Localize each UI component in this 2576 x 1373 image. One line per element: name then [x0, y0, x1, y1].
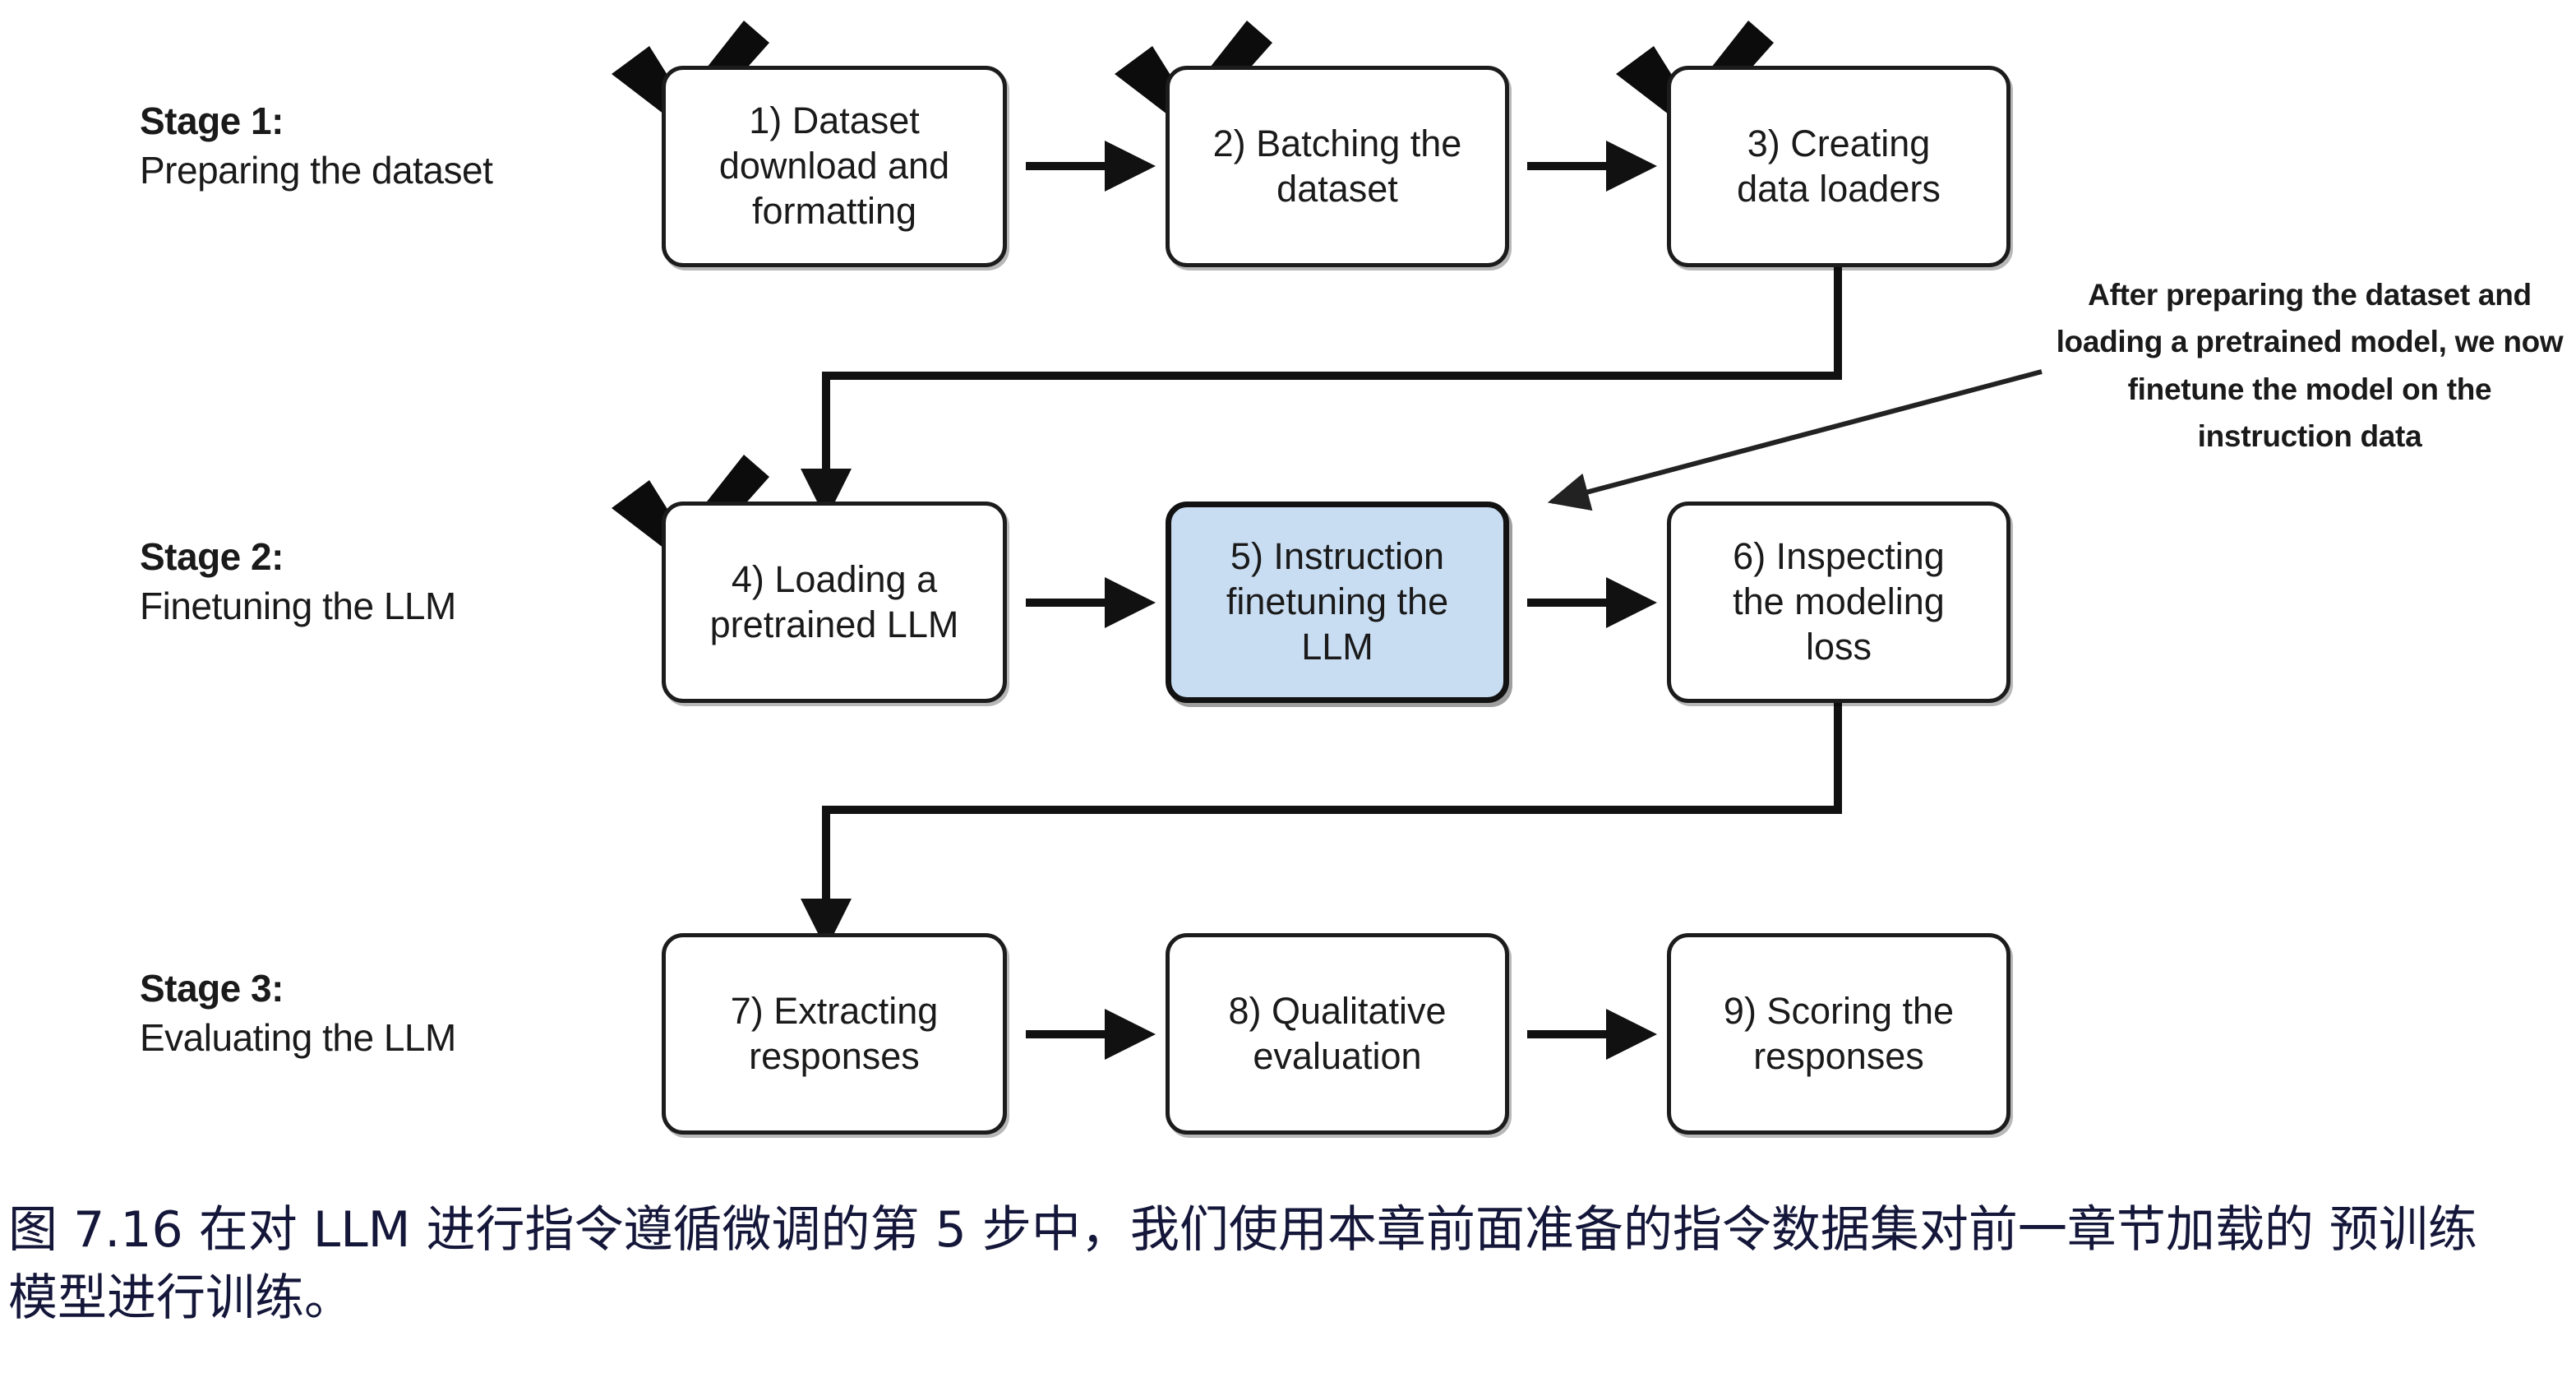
- stage-label-2: Stage 2: Finetuning the LLM: [140, 534, 456, 629]
- flow-node-1-line1: 1) Dataset: [749, 99, 920, 142]
- stage-1-title: Stage 1:: [140, 99, 284, 142]
- stage-label-3: Stage 3: Evaluating the LLM: [140, 966, 456, 1061]
- stage-1-subtitle: Preparing the dataset: [140, 149, 493, 192]
- flow-node-6-line2: the modeling: [1733, 580, 1945, 623]
- flow-node-9-line2: responses: [1753, 1034, 1924, 1077]
- stage-2-subtitle: Finetuning the LLM: [140, 585, 456, 628]
- flow-node-4-line1: 4) Loading a: [731, 557, 938, 600]
- flow-node-3[interactable]: 3) Creating data loaders: [1667, 66, 2010, 267]
- annotation-line2: loading a pretrained model, we: [2056, 325, 2495, 359]
- flow-node-5-line1: 5) Instruction: [1230, 535, 1445, 578]
- flow-node-7[interactable]: 7) Extracting responses: [662, 933, 1007, 1135]
- flow-node-1-line3: formatting: [751, 189, 917, 232]
- annotation-line1: After preparing the dataset and: [2088, 278, 2532, 312]
- flow-node-2[interactable]: 2) Batching the dataset: [1166, 66, 1509, 267]
- flow-node-2-line2: dataset: [1276, 167, 1398, 210]
- flow-node-2-line1: 2) Batching the: [1212, 122, 1462, 164]
- flow-node-8[interactable]: 8) Qualitative evaluation: [1166, 933, 1509, 1135]
- flow-node-8-line2: evaluation: [1253, 1034, 1422, 1077]
- figure-caption: 图 7.16 在对 LLM 进行指令遵循微调的第 5 步中，我们使用本章前面准备…: [8, 1196, 2523, 1333]
- stage-3-subtitle: Evaluating the LLM: [140, 1016, 456, 1060]
- flow-node-7-line1: 7) Extracting: [730, 989, 939, 1032]
- flow-node-6-line1: 6) Inspecting: [1733, 535, 1945, 578]
- flow-node-5-line3: LLM: [1301, 625, 1373, 668]
- annotation-line3: now finetune the model on the: [2127, 325, 2564, 406]
- stage-label-1: Stage 1: Preparing the dataset: [140, 99, 493, 193]
- flow-node-3-line2: data loaders: [1737, 167, 1941, 210]
- flow-node-4[interactable]: 4) Loading a pretrained LLM: [662, 502, 1007, 703]
- flow-node-6[interactable]: 6) Inspecting the modeling loss: [1667, 502, 2010, 703]
- flow-node-8-line1: 8) Qualitative: [1228, 989, 1447, 1032]
- figure-caption-line1: 图 7.16 在对 LLM 进行指令遵循微调的第 5 步中，我们使用本章前面准备…: [8, 1201, 2314, 1259]
- flow-node-5[interactable]: 5) Instruction finetuning the LLM: [1166, 502, 1509, 703]
- flow-node-1-line2: download and: [718, 145, 950, 187]
- annotation-leader-arrow: [1547, 369, 2043, 511]
- flow-node-5-line2: finetuning the: [1226, 580, 1449, 623]
- connector-stage2-to-stage7: [801, 689, 1842, 950]
- flow-node-3-line1: 3) Creating: [1747, 122, 1931, 164]
- stage-3-title: Stage 3:: [140, 967, 284, 1010]
- annotation-line4: instruction data: [2197, 419, 2422, 454]
- connector-stage1-to-stage4: [801, 251, 1842, 520]
- flow-node-7-line2: responses: [749, 1034, 920, 1077]
- figure-caption-line2: 预训练模型进行训练。: [8, 1201, 2477, 1327]
- flow-node-6-line3: loss: [1805, 625, 1872, 668]
- flow-node-9-line1: 9) Scoring the: [1723, 989, 1955, 1032]
- flow-node-9[interactable]: 9) Scoring the responses: [1667, 933, 2010, 1135]
- flow-node-1[interactable]: 1) Dataset download and formatting: [662, 66, 1007, 267]
- annotation-callout: After preparing the dataset and loading …: [2055, 271, 2564, 460]
- flow-node-4-line2: pretrained LLM: [709, 603, 959, 645]
- stage-2-title: Stage 2:: [140, 535, 284, 578]
